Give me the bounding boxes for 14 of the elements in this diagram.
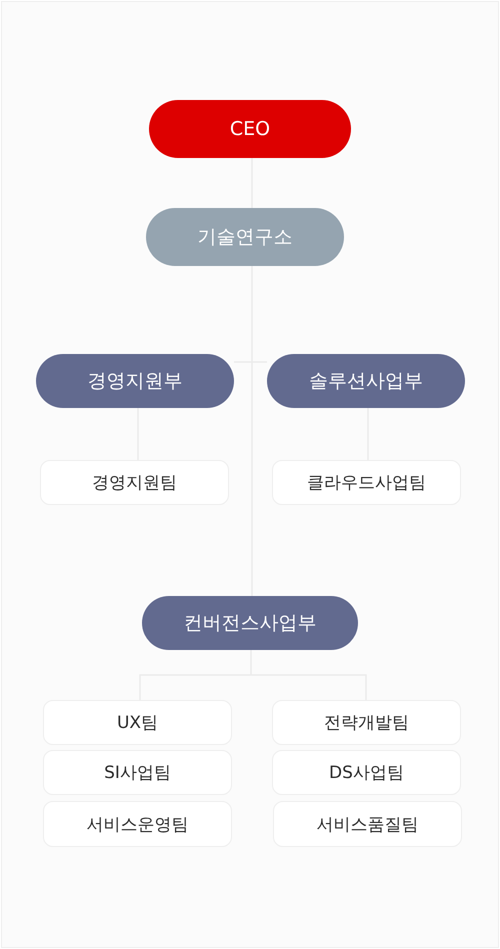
team-box: 서비스운영팀	[43, 801, 232, 847]
team-box: 서비스품질팀	[273, 801, 462, 847]
team-box: 경영지원팀	[40, 460, 229, 505]
pill-node: CEO	[149, 100, 351, 158]
team-box: DS사업팀	[272, 750, 461, 795]
pill-node: 경영지원부	[36, 354, 234, 408]
pill-node: 솔루션사업부	[267, 354, 465, 408]
pill-node: 기술연구소	[146, 208, 344, 266]
team-box: UX팀	[43, 700, 232, 745]
pill-node: 컨버전스사업부	[142, 596, 358, 650]
team-box: 클라우드사업팀	[272, 460, 461, 505]
team-box: 전략개발팀	[272, 700, 461, 745]
team-box: SI사업팀	[43, 750, 232, 795]
connector-line	[139, 649, 367, 701]
